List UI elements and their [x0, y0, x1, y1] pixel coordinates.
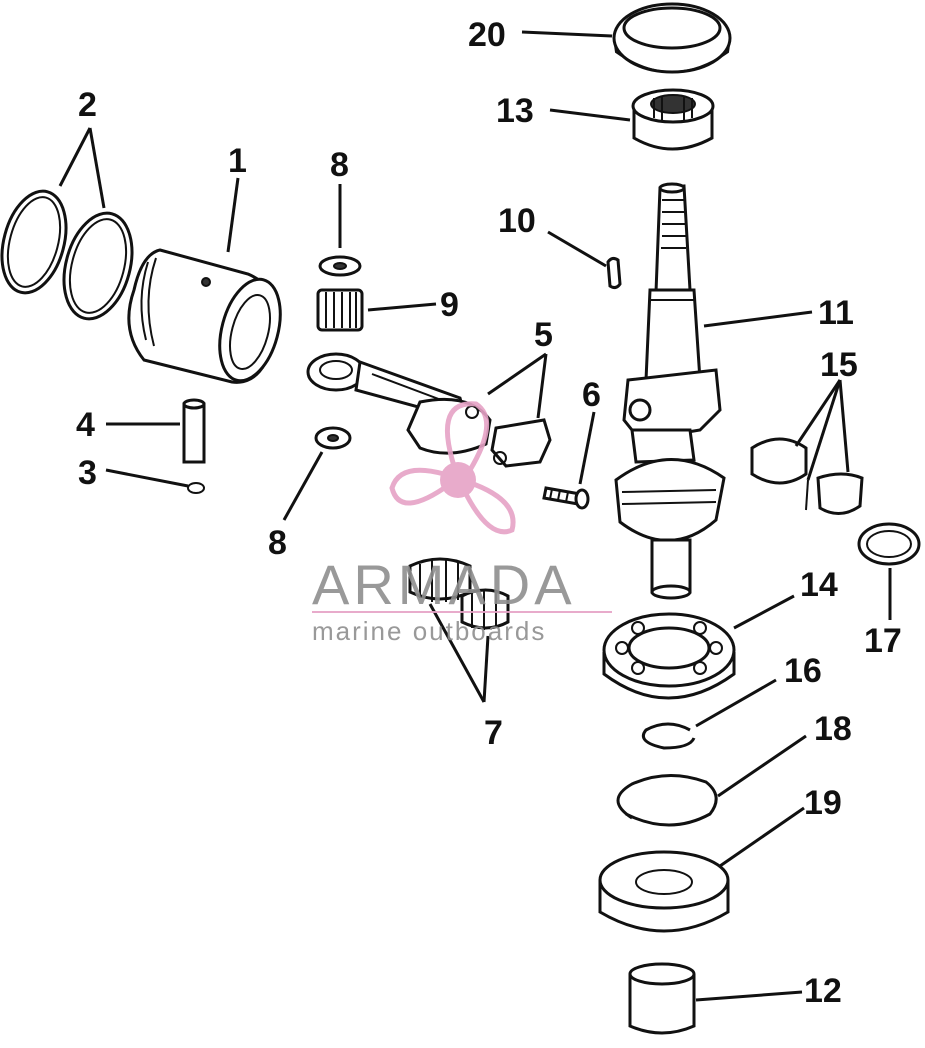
part-5-connecting-rod	[306, 352, 552, 468]
part-15-bearing-halves	[750, 437, 864, 515]
propeller-icon	[389, 401, 516, 535]
watermark: ARMADA marine outboards	[312, 401, 612, 646]
callout-13: 13	[496, 92, 534, 130]
callout-9: 9	[440, 286, 459, 324]
callout-labels: 20 13 10 11 15 2 1 8 9 5 6 4 3 8 7 14 17…	[76, 16, 902, 1010]
part-2-piston-rings	[0, 189, 134, 321]
callout-20: 20	[468, 16, 506, 54]
part-8-washer-lower	[314, 426, 352, 450]
part-7-bearing-cages	[408, 557, 510, 630]
part-9-needle-bearing	[316, 288, 364, 332]
callout-5: 5	[534, 316, 553, 354]
part-6-cap-screw	[542, 486, 590, 510]
part-12-bushing	[628, 962, 696, 1035]
callout-1: 1	[228, 142, 247, 180]
callout-17: 17	[864, 622, 902, 660]
callout-16: 16	[784, 652, 822, 690]
propeller-hub	[440, 462, 476, 498]
callout-8-upper: 8	[330, 146, 349, 184]
leader-lines	[58, 30, 892, 1002]
part-19-washer	[598, 850, 730, 933]
callout-11: 11	[818, 294, 854, 332]
callout-10: 10	[498, 202, 536, 240]
part-11-crankshaft	[614, 182, 726, 600]
part-8-washer-upper	[318, 255, 362, 277]
part-20-seal	[612, 2, 732, 74]
watermark-tagline: marine outboards	[312, 616, 546, 646]
part-10-key	[606, 256, 622, 290]
callout-19: 19	[804, 784, 842, 822]
part-4-piston-pin	[182, 398, 206, 464]
part-13-bearing	[631, 88, 715, 151]
part-17-thrust-ring	[857, 522, 921, 566]
part-1-piston	[127, 248, 282, 384]
callout-14: 14	[800, 566, 838, 604]
callout-8-lower: 8	[268, 524, 287, 562]
part-16-retaining-ring	[641, 722, 696, 750]
callout-12: 12	[804, 972, 842, 1010]
part-18-snap-ring	[616, 773, 718, 827]
callout-15: 15	[820, 346, 858, 384]
callout-2: 2	[78, 86, 97, 124]
watermark-brand: ARMADA	[312, 553, 576, 616]
callout-7: 7	[484, 714, 503, 752]
part-14-ball-bearing	[602, 612, 736, 700]
callout-4: 4	[76, 406, 95, 444]
callout-3: 3	[78, 454, 97, 492]
callout-6: 6	[582, 376, 601, 414]
callout-18: 18	[814, 710, 852, 748]
part-3-clip	[187, 482, 205, 494]
